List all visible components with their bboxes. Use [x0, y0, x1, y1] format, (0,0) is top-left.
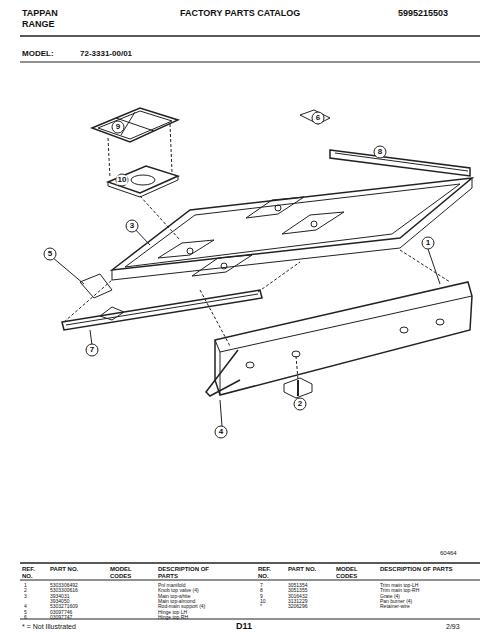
table-header: DESCRIPTION OF PARTS: [158, 566, 228, 579]
table-header: REF. NO.: [258, 566, 282, 579]
ref-number: *: [260, 604, 262, 610]
drawing-number: 60464: [440, 550, 457, 557]
callout-number: 10: [117, 176, 128, 185]
callout-number: 9: [115, 123, 121, 132]
callout-number: 6: [315, 114, 321, 123]
product: RANGE: [22, 20, 55, 30]
part-number: 03097747: [50, 615, 72, 621]
model-number: 72-3331-00/01: [80, 50, 132, 59]
footnote: * = Not Illustrated: [22, 623, 76, 631]
part-description: Hinge top RH: [158, 615, 188, 621]
date: 2/93: [446, 623, 460, 631]
callout-number: 3: [129, 222, 135, 231]
model-label: MODEL:: [22, 50, 54, 59]
callout-number: 2: [297, 400, 303, 409]
catalog-number: 5995215503: [398, 9, 448, 19]
callout-number: 8: [377, 148, 383, 157]
callout-number: 5: [47, 250, 53, 259]
ref-number: 6: [24, 615, 27, 621]
callout-number: 4: [218, 428, 224, 437]
callout-number: 1: [425, 239, 431, 248]
page-number: D11: [236, 622, 252, 632]
table-header: DESCRIPTION OF PARTS: [380, 566, 460, 573]
brand: TAPPAN: [22, 9, 58, 19]
table-header: PART NO.: [50, 566, 80, 573]
table-header: REF. NO.: [22, 566, 46, 579]
part-description: Retainer-wire: [380, 604, 410, 610]
table-header: PART NO.: [288, 566, 318, 573]
table-header: MODEL CODES: [110, 566, 140, 579]
callout-number: 7: [89, 346, 95, 355]
catalog-title: FACTORY PARTS CATALOG: [180, 9, 300, 19]
part-number: 3206296: [288, 604, 307, 610]
ref-number: 3: [24, 594, 27, 600]
table-header: MODEL CODES: [336, 566, 366, 579]
